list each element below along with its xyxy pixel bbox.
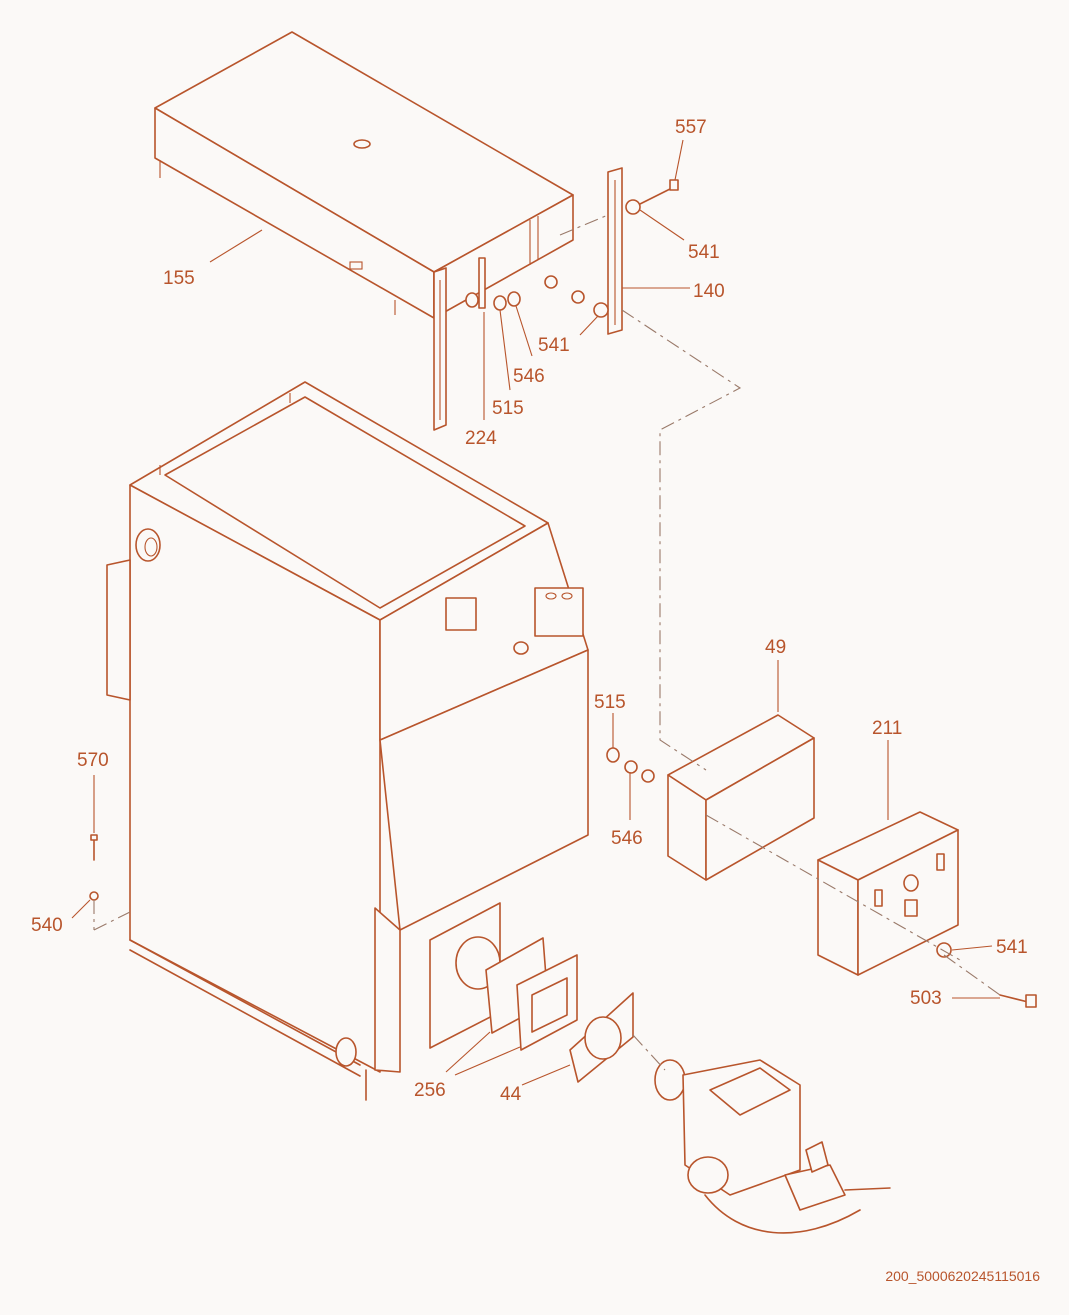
part-label: 541 — [538, 335, 570, 356]
alignment-lines — [93, 214, 1001, 1071]
part-label: 540 — [31, 915, 63, 936]
part-label: 515 — [594, 692, 626, 713]
part-label: 541 — [688, 242, 720, 263]
part-label: 503 — [910, 988, 942, 1009]
burner-flange-area — [429, 902, 634, 1083]
top-cover-part — [154, 31, 574, 319]
part-label: 155 — [163, 268, 195, 289]
part-label: 256 — [414, 1080, 446, 1101]
boiler-body — [106, 381, 589, 1101]
drawing-reference: 200_5000620245115016 — [885, 1268, 1040, 1284]
control-panel-part — [817, 811, 959, 976]
side-rail-part — [433, 167, 623, 431]
part-label: 546 — [513, 366, 545, 387]
part-label: 557 — [675, 117, 707, 138]
part-label: 211 — [872, 718, 902, 739]
part-label: 49 — [765, 637, 786, 658]
leader-lines — [71, 139, 1000, 1086]
part-label: 570 — [77, 750, 109, 771]
part-label: 515 — [492, 398, 524, 419]
part-label: 541 — [996, 937, 1028, 958]
control-box-part — [667, 714, 815, 881]
part-label: 546 — [611, 828, 643, 849]
part-label: 44 — [500, 1084, 522, 1105]
fastener-set-bottom — [89, 747, 1037, 1008]
part-label: 224 — [465, 428, 497, 449]
fastener-set-top — [465, 179, 679, 318]
part-label: 140 — [693, 281, 725, 302]
burner-unit — [654, 1059, 891, 1234]
part-labels: 557 541 140 155 541 546 515 224 49 211 5… — [31, 117, 1028, 1105]
